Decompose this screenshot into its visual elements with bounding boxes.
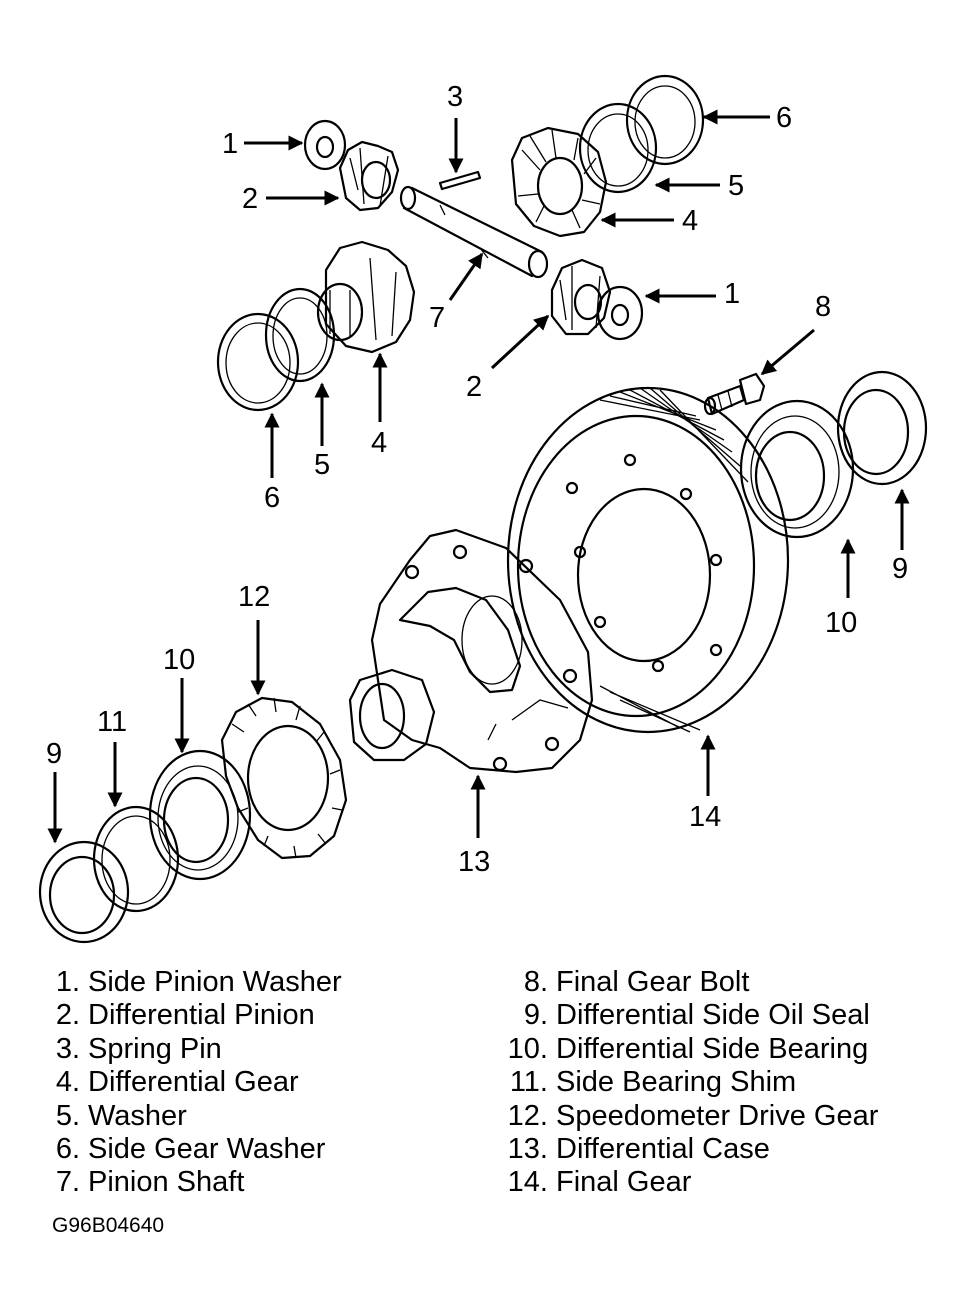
legend-item: 5.Washer <box>50 1100 490 1133</box>
callout-9-right: 9 <box>892 553 908 585</box>
legend-number: 4. <box>55 1066 80 1099</box>
final-gear <box>506 386 790 734</box>
callout-12: 12 <box>238 581 270 613</box>
side-pinion-washer-top <box>303 119 347 171</box>
callout-11: 11 <box>97 706 127 738</box>
differential-side-oil-seal-right <box>836 370 928 486</box>
side-bearing-shim <box>92 805 180 913</box>
callout-5-top: 5 <box>728 170 744 202</box>
legend-label: Speedometer Drive Gear <box>556 1099 879 1132</box>
callout-7: 7 <box>429 302 445 334</box>
callout-1-top: 1 <box>222 128 238 160</box>
legend-label: Side Gear Washer <box>88 1133 326 1166</box>
legend-label: Differential Case <box>556 1133 770 1166</box>
differential-pinion-top <box>338 140 400 212</box>
legend-item: 14.Final Gear <box>500 1166 940 1199</box>
legend-item: 8.Final Gear Bolt <box>500 966 940 999</box>
callout-2-top: 2 <box>242 183 258 215</box>
spring-pin <box>438 170 482 191</box>
legend-number: 6. <box>55 1133 80 1166</box>
legend-item: 12.Speedometer Drive Gear <box>500 1100 940 1133</box>
speedometer-drive-gear <box>220 696 348 860</box>
differential-side-bearing-right <box>739 399 855 539</box>
callout-14: 14 <box>689 801 721 833</box>
legend-left-column: 1.Side Pinion Washer 2.Differential Pini… <box>50 966 490 1200</box>
callout-3: 3 <box>447 81 463 113</box>
callout-8: 8 <box>815 291 831 323</box>
callout-4-top: 4 <box>682 205 698 237</box>
side-gear-washer-top <box>625 74 705 166</box>
legend-item: 2.Differential Pinion <box>50 999 490 1032</box>
differential-side-bearing-left <box>148 749 252 881</box>
legend-label: Differential Side Bearing <box>556 1032 869 1065</box>
legend-number: 12. <box>507 1099 548 1132</box>
legend-label: Differential Gear <box>88 1066 299 1099</box>
legend-label: Final Gear <box>556 1166 692 1199</box>
legend-item: 3.Spring Pin <box>50 1033 490 1066</box>
side-pinion-washer-right <box>596 285 644 341</box>
callout-arrows <box>47 109 910 844</box>
legend-item: 9.Differential Side Oil Seal <box>500 999 940 1032</box>
callout-4-left: 4 <box>371 427 387 459</box>
legend-number: 1. <box>55 966 80 998</box>
final-gear-bolt <box>703 372 766 416</box>
legend-item: 11.Side Bearing Shim <box>500 1066 940 1099</box>
legend-label: Final Gear Bolt <box>556 966 750 998</box>
legend-label: Differential Side Oil Seal <box>556 999 870 1032</box>
legend-item: 10.Differential Side Bearing <box>500 1033 940 1066</box>
differential-side-oil-seal-left <box>38 840 130 944</box>
legend-label: Pinion Shaft <box>88 1166 245 1199</box>
legend-label: Washer <box>88 1099 187 1132</box>
callout-6-top: 6 <box>776 102 792 134</box>
callout-10-right: 10 <box>825 607 857 639</box>
differential-gear-top <box>510 126 608 238</box>
legend-number: 2. <box>55 999 80 1032</box>
legend-number: 3. <box>55 1032 80 1065</box>
differential-case <box>348 528 594 774</box>
legend-right-column: 8.Final Gear Bolt 9.Differential Side Oi… <box>500 966 940 1200</box>
legend-number: 7. <box>55 1166 80 1199</box>
legend-item: 4.Differential Gear <box>50 1066 490 1099</box>
callout-10-left: 10 <box>163 644 195 676</box>
legend-number: 14. <box>507 1166 548 1199</box>
legend-number: 11. <box>509 1066 548 1099</box>
legend-label: Differential Pinion <box>88 999 315 1032</box>
callout-13: 13 <box>458 846 490 878</box>
washer-left <box>264 287 336 383</box>
callout-1-right: 1 <box>724 278 740 310</box>
figure-code: G96B04640 <box>52 1214 165 1237</box>
legend-number: 10. <box>507 1032 548 1065</box>
exploded-differential-diagram: 1 2 3 6 5 4 7 1 2 8 6 5 4 12 10 11 9 9 1… <box>38 74 928 944</box>
legend-number: 9. <box>523 999 548 1032</box>
legend-item: 1.Side Pinion Washer <box>50 966 490 999</box>
callout-5-left: 5 <box>314 449 330 481</box>
legend-label: Side Bearing Shim <box>556 1066 797 1099</box>
legend-label: Side Pinion Washer <box>88 966 342 998</box>
side-gear-washer-left <box>216 312 300 412</box>
callout-2-right: 2 <box>466 371 482 403</box>
differential-gear-left <box>316 240 416 354</box>
legend-item: 6.Side Gear Washer <box>50 1133 490 1166</box>
legend-number: 8. <box>523 966 548 998</box>
legend-label: Spring Pin <box>88 1032 222 1065</box>
legend-number: 13. <box>507 1133 548 1166</box>
callout-6-left: 6 <box>264 482 280 514</box>
callout-9-left: 9 <box>46 738 62 770</box>
differential-pinion-right <box>550 258 612 336</box>
legend-item: 7.Pinion Shaft <box>50 1166 490 1199</box>
washer-top <box>578 102 658 194</box>
legend-number: 5. <box>55 1099 80 1132</box>
legend-item: 13.Differential Case <box>500 1133 940 1166</box>
pinion-shaft <box>399 185 549 279</box>
